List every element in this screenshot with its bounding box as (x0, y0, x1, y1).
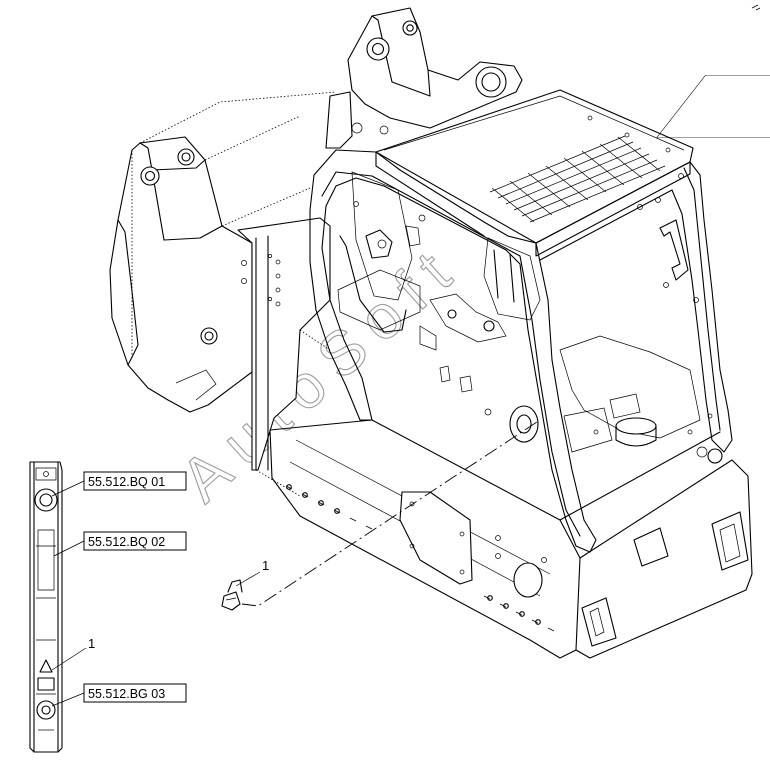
chassis (269, 419, 753, 659)
roof-vent-grille (656, 75, 770, 138)
reference-box-bq02[interactable]: 55.512.BQ 02 (53, 531, 187, 557)
machine-frame (109, 7, 770, 659)
part-1-leader-dashed (241, 419, 541, 607)
corner-mark (751, 4, 761, 11)
left-side-plate (237, 217, 331, 471)
reference-box-bq01[interactable]: 55.512.BQ 01 (51, 471, 187, 497)
hidden-lines (131, 91, 337, 497)
cab-interior (337, 171, 723, 464)
left-loader-arm (109, 136, 253, 413)
callout-strip-number: 1 (88, 636, 95, 651)
reference-label-bg03[interactable]: 55.512.BG 03 (88, 687, 165, 701)
callout-main-leader (235, 571, 261, 587)
detail-strip (29, 461, 63, 753)
callout-strip-leader (51, 647, 87, 671)
mounting-studs (285, 484, 555, 632)
part-1-bracket (221, 579, 243, 611)
reference-label-bq02[interactable]: 55.512.BQ 02 (88, 535, 165, 549)
cab-frame (309, 149, 733, 553)
reference-label-bq01[interactable]: 55.512.BQ 01 (88, 475, 165, 489)
right-loader-arm (325, 7, 523, 149)
roof-vent-slots (489, 135, 666, 223)
reference-box-bg03[interactable]: 55.512.BG 03 (51, 683, 187, 707)
callout-main-number: 1 (262, 558, 269, 573)
